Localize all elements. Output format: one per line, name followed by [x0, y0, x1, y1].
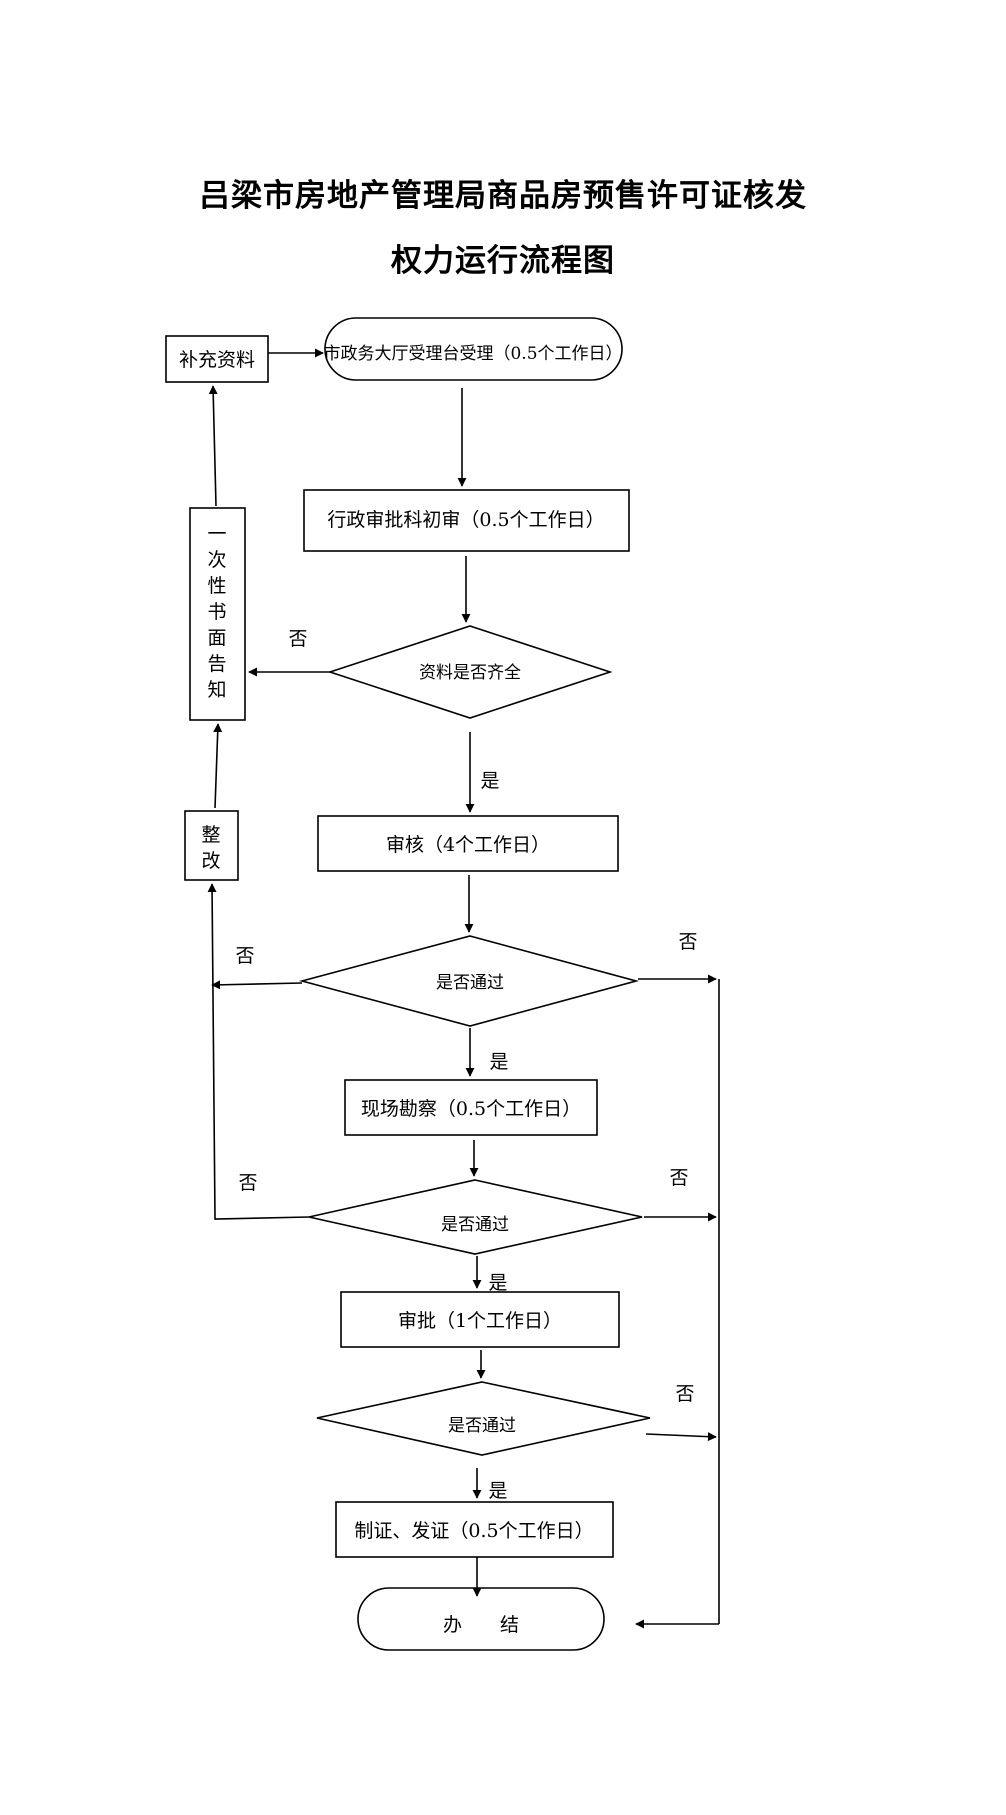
- label-no-pass-1-left: 否: [235, 945, 254, 967]
- svg-text:知: 知: [207, 679, 226, 701]
- pass-check-2-label: 是否通过: [441, 1215, 509, 1235]
- label-no-pass-1-right: 否: [678, 931, 697, 953]
- label-yes-pass-1: 是: [489, 1051, 508, 1073]
- title-line-1: 吕梁市房地产管理局商品房预售许可证核发: [199, 178, 807, 214]
- label-no-materials: 否: [288, 628, 307, 650]
- written-notice-box: [189, 507, 246, 721]
- site-survey-label: 现场勘察（0.5个工作日）: [361, 1098, 581, 1120]
- label-no-pass-2-right: 否: [669, 1167, 688, 1189]
- svg-text:一: 一: [207, 523, 226, 545]
- svg-text:改: 改: [201, 850, 220, 872]
- label-yes-materials: 是: [480, 770, 499, 792]
- pass-check-1-diamond: [298, 935, 640, 1027]
- approval-label: 审批（1个工作日）: [398, 1310, 562, 1332]
- issue-certificate-box: [335, 1501, 614, 1558]
- svg-text:次: 次: [207, 549, 226, 571]
- svg-text:整: 整: [201, 824, 220, 846]
- label-no-pass-2-left: 否: [238, 1172, 257, 1194]
- review-box: [317, 815, 619, 872]
- written-notice-label: 一 次 性 书 面 告 知: [207, 523, 226, 701]
- end-label: 办 结: [443, 1614, 519, 1636]
- rectify-box: [184, 810, 239, 881]
- pass-check-3-label: 是否通过: [448, 1416, 516, 1436]
- initial-review-box: [303, 489, 630, 552]
- start-label: 市政务大厅受理台受理（0.5个工作日）: [323, 344, 622, 364]
- label-yes-pass-2: 是: [488, 1272, 507, 1294]
- title-line-2: 权力运行流程图: [391, 243, 615, 279]
- svg-text:性: 性: [207, 575, 226, 597]
- arrow-pass-1-no-left: [211, 980, 303, 990]
- materials-complete-label: 资料是否齐全: [419, 663, 521, 683]
- arrow-notice-to-supplement: [208, 385, 218, 507]
- materials-complete-diamond: [327, 625, 613, 719]
- label-no-pass-3-right: 否: [675, 1383, 694, 1405]
- pass-check-3-diamond: [316, 1381, 651, 1456]
- arrow-rectify-to-notice: [213, 723, 223, 809]
- initial-review-label: 行政审批科初审（0.5个工作日）: [327, 509, 604, 531]
- rectify-label: 整 改: [201, 824, 220, 872]
- arrow-pass-2-no-left: [207, 883, 310, 1220]
- supplement-box: [165, 335, 269, 383]
- label-yes-pass-3: 是: [488, 1480, 507, 1502]
- review-label: 审核（4个工作日）: [386, 834, 550, 856]
- pass-check-1-label: 是否通过: [436, 973, 504, 993]
- svg-text:面: 面: [207, 627, 226, 649]
- approval-box: [340, 1291, 620, 1348]
- pass-check-2-diamond: [308, 1179, 643, 1255]
- start-terminator: [324, 317, 623, 381]
- arrow-pass-3-no-right: [645, 1432, 717, 1442]
- site-survey-box: [344, 1079, 598, 1136]
- svg-text:书: 书: [207, 601, 226, 623]
- issue-certificate-label: 制证、发证（0.5个工作日）: [354, 1520, 593, 1542]
- supplement-label: 补充资料: [179, 349, 255, 371]
- svg-text:告: 告: [207, 653, 226, 675]
